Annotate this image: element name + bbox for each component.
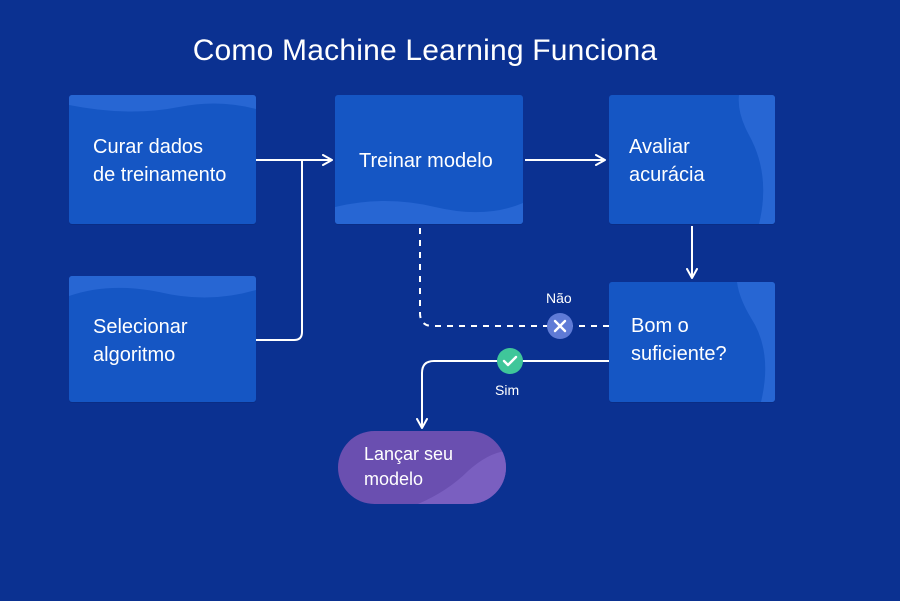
no-label: Não: [546, 290, 572, 306]
wave-decoration: [69, 95, 256, 112]
x-icon: [547, 313, 573, 339]
wave-decoration: [737, 282, 775, 402]
node-train-model: Treinar modelo: [335, 95, 523, 224]
diagram-title: Como Machine Learning Funciona: [192, 34, 658, 67]
edge-decision-train-no: [419, 226, 609, 327]
wave-decoration: [738, 95, 775, 224]
node-evaluate-accuracy: Avaliar acurácia: [609, 95, 775, 224]
node-label: Bom o suficiente?: [631, 315, 727, 365]
node-select-algorithm: Selecionar algoritmo: [69, 276, 256, 402]
wave-decoration: [335, 201, 523, 224]
wave-decoration: [69, 276, 256, 298]
edge-decision-launch-yes: [416, 360, 609, 429]
check-icon: [497, 348, 523, 374]
node-label: Selecionar algoritmo: [93, 316, 188, 366]
node-good-enough-decision: Bom o suficiente?: [609, 282, 775, 402]
wave-decoration: [418, 451, 506, 504]
node-launch-model: Lançar seu modelo: [338, 431, 506, 504]
node-label: Curar dados de treinamento: [93, 136, 227, 186]
edge-select-train: [256, 160, 303, 341]
node-curate-data: Curar dados de treinamento: [69, 95, 256, 224]
node-label: Lançar seu modelo: [364, 444, 454, 489]
node-label: Treinar modelo: [359, 150, 493, 172]
yes-label: Sim: [495, 382, 520, 398]
node-label: Avaliar acurácia: [629, 136, 705, 186]
